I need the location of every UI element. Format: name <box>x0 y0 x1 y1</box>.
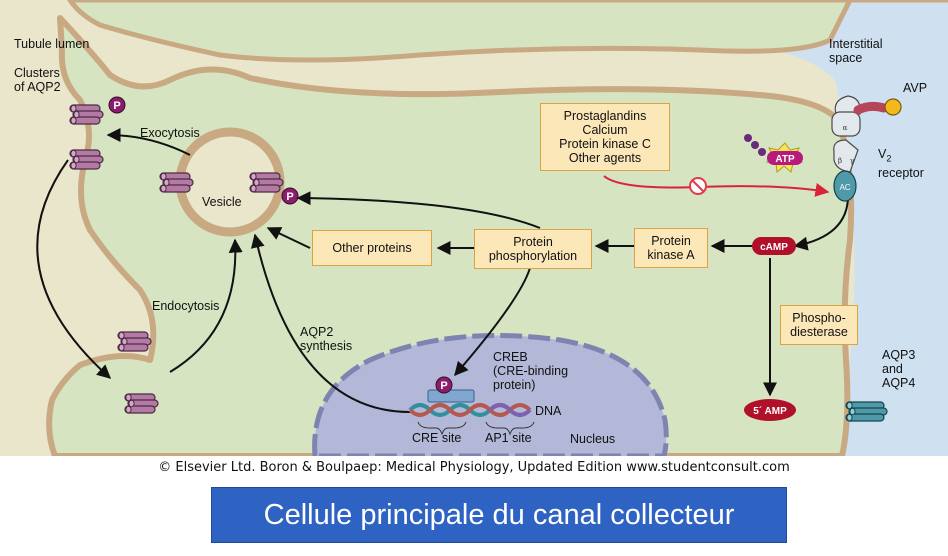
dna-label: DNA <box>535 404 562 418</box>
amp5-label: 5´ AMP <box>753 406 787 417</box>
avp-label: AVP <box>903 81 928 95</box>
avp-ligand <box>853 101 889 115</box>
ac-label: AC <box>839 183 850 192</box>
creb-protein <box>427 389 475 403</box>
phosphodiesterase-box: Phospho- diesterase <box>780 305 858 345</box>
nucleus <box>312 333 669 456</box>
v2-receptor-subscript: 2 <box>886 153 892 164</box>
atp-bead-3 <box>758 148 766 156</box>
ap1-site-bracket <box>485 421 535 436</box>
aqp3-aqp4-label: AQP3 and AQP4 <box>882 348 916 390</box>
aqp2-synthesis-label: AQP2 synthesis <box>300 325 353 353</box>
ap1-site-label: AP1 site <box>485 431 532 445</box>
other-proteins-to-vesicle-arrow <box>266 227 311 249</box>
nucleus-label: Nucleus <box>570 432 616 446</box>
v2-receptor-word: receptor <box>878 165 924 180</box>
phospho-p-apical: P <box>113 100 120 112</box>
aqp2-synthesis-arrow <box>250 233 411 413</box>
other-proteins-box: Other proteins <box>312 230 432 266</box>
protein-kinase-a-box: Protein kinase A <box>634 228 708 268</box>
alpha-label-1: α <box>843 124 848 132</box>
inhibit-icon-slash <box>691 179 705 193</box>
amp5-pill <box>744 399 796 421</box>
v2-receptor-label: V2 receptor <box>878 147 924 180</box>
camp-pill <box>752 237 796 255</box>
adenylyl-cyclase <box>833 170 857 202</box>
phosphorylation-to-creb-arrow <box>454 267 531 377</box>
endocytosis-curve-arrow <box>36 159 112 379</box>
phosphorylation-to-vesicle-arrow <box>296 191 541 229</box>
exocytosis-label: Exocytosis <box>140 126 200 140</box>
tubule-lumen-label: Tubule lumen <box>14 37 90 51</box>
g-protein-alpha <box>833 139 859 173</box>
cre-site-bracket <box>417 421 467 436</box>
interstitial-space-label: Interstitial space <box>829 37 883 65</box>
neighbour-cell <box>66 0 948 63</box>
endocytosis-label: Endocytosis <box>152 299 220 313</box>
endocytosis-arrow <box>169 238 243 373</box>
slide-title-banner: Cellule principale du canal collecteur <box>211 487 787 543</box>
aqp2-cluster-endocytosed-2 <box>124 393 159 414</box>
ac-to-camp-arrow <box>793 195 849 251</box>
cre-site-label: CRE site <box>412 431 462 445</box>
exocytosis-arrow <box>106 128 191 156</box>
aqp34-cluster <box>845 401 888 422</box>
v2-receptor-v: V <box>878 147 887 161</box>
aqp2-cluster-vesicle-right <box>249 172 284 193</box>
aqp2-cluster-apical-2 <box>69 149 104 170</box>
beta-label: β <box>838 157 842 165</box>
gamma-label: γ <box>850 157 854 165</box>
clusters-aqp2-label: Clusters of AQP2 <box>14 66 61 94</box>
protein-phosphorylation-box: Protein phosphorylation <box>474 229 592 269</box>
phospho-p-vesicle: P <box>286 191 293 203</box>
aqp2-cluster-endocytosed-1 <box>117 331 152 352</box>
creb-label: CREB (CRE-binding protein) <box>493 350 569 392</box>
phospho-p-creb: P <box>440 380 447 392</box>
dna-helix-strand-3 <box>488 403 532 417</box>
v2-receptor-body <box>831 111 861 137</box>
atp-bead-2 <box>751 141 759 149</box>
camp-label: cAMP <box>760 242 788 253</box>
phospho-badge-creb <box>435 376 453 394</box>
inhibitors-box: Prostaglandins Calcium Protein kinase C … <box>540 103 670 171</box>
avp-ligand-head <box>884 98 902 116</box>
vesicle-label: Vesicle <box>202 195 242 209</box>
aqp2-cluster-apical-1 <box>69 104 104 125</box>
atp-label: ATP <box>775 154 795 165</box>
diagram-canvas: P P AC α β γ ATP cAMP 5´ AMP P <box>0 0 948 456</box>
phospho-badge-apical <box>108 96 126 114</box>
aqp2-cluster-vesicle-left <box>159 172 194 193</box>
atp-pill <box>767 151 803 165</box>
copyright-notice: © Elsevier Ltd. Boron & Boulpaep: Medica… <box>158 460 790 475</box>
atp-bead-1 <box>744 134 752 142</box>
